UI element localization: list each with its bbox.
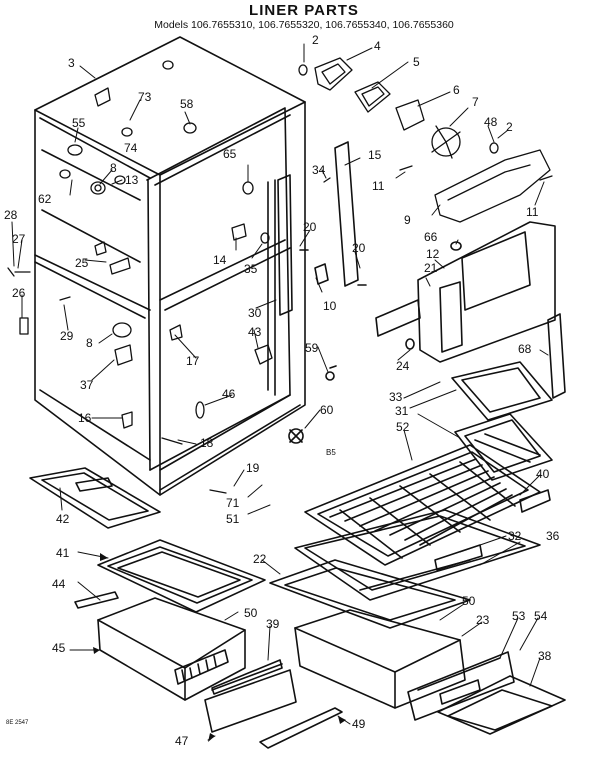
callout: 66 (424, 230, 438, 244)
callout: 29 (60, 329, 74, 343)
callout: 13 (125, 173, 139, 187)
callout: 74 (124, 141, 138, 155)
callout: 26 (12, 286, 26, 300)
callout: 4 (374, 39, 381, 53)
callout: 12 (426, 247, 440, 261)
callout: 73 (138, 90, 152, 104)
callout: 65 (223, 147, 237, 161)
callout: 6 (453, 83, 460, 97)
callout: 39 (266, 617, 280, 631)
cabinet-small-parts (7, 60, 273, 494)
callout: 34 (312, 163, 326, 177)
callout: 42 (56, 512, 70, 526)
callout: 28 (4, 208, 18, 222)
callout: 32 (508, 529, 522, 543)
callout: 8 (86, 336, 93, 350)
callout: 35 (244, 262, 258, 276)
callout: 50 (244, 606, 258, 620)
callout: 21 (424, 261, 438, 275)
callout: 25 (75, 256, 89, 270)
callout: 52 (396, 420, 410, 434)
callout: 46 (222, 387, 236, 401)
callout: 15 (368, 148, 382, 162)
callout: 3 (68, 56, 75, 70)
callout: 62 (38, 192, 52, 206)
callout: 37 (80, 378, 94, 392)
callout: 68 (518, 342, 532, 356)
callout: 10 (323, 299, 337, 313)
callout-labels: 2 4 3 5 6 7 48 2 73 58 55 74 15 65 8 13 … (4, 33, 560, 748)
leader-lines (11, 43, 549, 741)
callout: 16 (78, 411, 92, 425)
callout: 48 (484, 115, 498, 129)
callout: 19 (246, 461, 260, 475)
drawing-number: 8E 2547 (6, 720, 29, 726)
model-numbers: Models 106.7655310, 106.7655320, 106.765… (154, 19, 454, 31)
callout: 11 (526, 205, 539, 219)
callout: 51 (226, 512, 240, 526)
left-shelf-frames (29, 467, 266, 613)
callout: 40 (536, 467, 550, 481)
callout: 53 (512, 609, 526, 623)
callout: 36 (546, 529, 560, 543)
callout: 17 (186, 354, 200, 368)
glass-shelves (269, 489, 551, 629)
callout: 20 (303, 220, 317, 234)
callout: 41 (56, 546, 70, 560)
callout: 8 (110, 161, 117, 175)
drawer-trims (204, 651, 566, 749)
left-crisper-drawer (97, 597, 246, 701)
callout: 55 (72, 116, 86, 130)
control-panel (299, 221, 556, 381)
callout: 60 (320, 403, 334, 417)
callout: 47 (175, 734, 189, 748)
callout: 11 (372, 179, 385, 193)
center-mark: B5 (326, 448, 336, 457)
wire-shelf (304, 444, 541, 566)
callout: 2 (506, 120, 513, 134)
ice-tray-assembly (288, 361, 553, 481)
callout: 22 (253, 552, 267, 566)
callout: 2 (312, 33, 319, 47)
callout: 23 (476, 613, 490, 627)
right-crisper-drawer (294, 609, 466, 709)
top-right-hardware (298, 57, 553, 223)
rails (277, 141, 566, 399)
callout: 5 (413, 55, 420, 69)
leader-arrows (93, 553, 346, 742)
callout: 20 (352, 241, 366, 255)
callout: 30 (248, 306, 262, 320)
callout: 59 (305, 341, 319, 355)
callout: 50 (462, 594, 476, 608)
callout: 27 (12, 232, 26, 246)
callout: 14 (213, 253, 227, 267)
callout: 24 (396, 359, 410, 373)
callout: 18 (200, 436, 214, 450)
callout: 58 (180, 97, 194, 111)
callout: 49 (352, 717, 366, 731)
callout: 71 (226, 496, 240, 510)
cabinet-liner (34, 36, 306, 496)
callout: 7 (472, 95, 479, 109)
callout: 38 (538, 649, 552, 663)
callout: 44 (52, 577, 66, 591)
callout: 54 (534, 609, 548, 623)
callout: 43 (248, 325, 262, 339)
callout: 33 (389, 390, 403, 404)
callout: 45 (52, 641, 66, 655)
callout: 31 (395, 404, 409, 418)
diagram-title: LINER PARTS (249, 2, 359, 19)
callout: 9 (404, 213, 411, 227)
